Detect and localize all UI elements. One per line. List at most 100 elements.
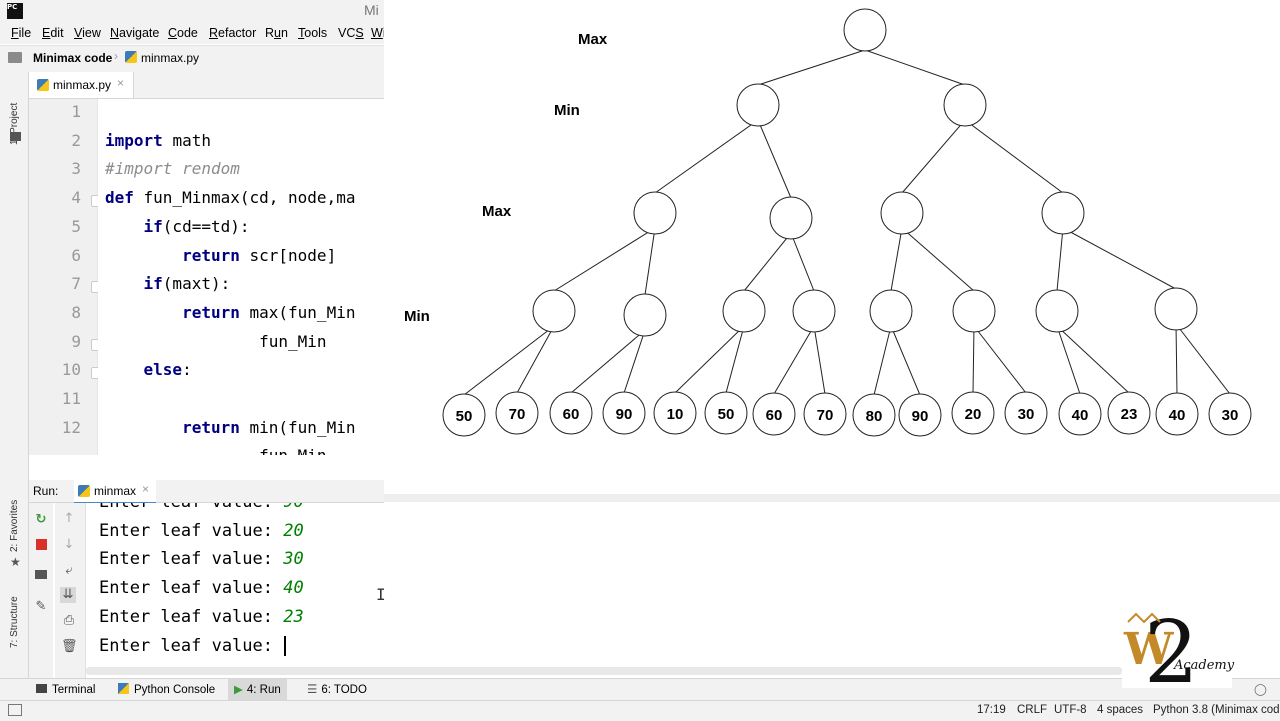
- tab-label: minmax.py: [53, 78, 112, 92]
- tree-node: [532, 289, 576, 333]
- tree-edge: [725, 325, 745, 394]
- tree-edge: [757, 119, 792, 199]
- structure-tool-tab[interactable]: 7: Structure: [9, 596, 20, 648]
- tree-edge: [757, 49, 866, 86]
- soft-wrap-icon[interactable]: ⤶: [65, 563, 73, 578]
- code-line: #import rendom: [105, 159, 240, 179]
- leaf-node: [495, 391, 539, 435]
- tree-edge: [1056, 325, 1081, 395]
- run-tab-label: minmax: [94, 484, 137, 498]
- breadcrumb-project[interactable]: Minimax code: [33, 51, 113, 65]
- code-line: fun_Min: [105, 446, 326, 455]
- menu-refactor[interactable]: Refactor: [209, 26, 257, 40]
- line-number: 7: [71, 274, 81, 294]
- arrow-down-icon[interactable]: ↓: [63, 537, 75, 552]
- tab-terminal[interactable]: Terminal: [36, 682, 95, 698]
- tree-edge: [1175, 323, 1178, 395]
- folder-icon: [8, 52, 22, 63]
- tree-node: [880, 191, 924, 235]
- layout-icon[interactable]: [33, 567, 49, 583]
- leaf-node: [803, 392, 847, 436]
- tree-node: [1041, 191, 1085, 235]
- leaf-value: 90: [616, 406, 633, 423]
- tab-python-console[interactable]: Python Console: [118, 682, 215, 698]
- stop-icon[interactable]: [33, 537, 49, 553]
- tree-node: [722, 289, 766, 333]
- line-number: 9: [71, 331, 81, 351]
- code-line: fun_Min: [259, 331, 327, 351]
- tab-terminal-label: Terminal: [52, 684, 96, 696]
- leaf-node: [704, 391, 748, 435]
- tree-edge: [654, 119, 759, 194]
- horizontal-scrollbar[interactable]: [86, 665, 1280, 678]
- run-console-output[interactable]: Enter leaf value: 90Enter leaf value: 20…: [86, 503, 1280, 665]
- line-separator[interactable]: CRLF: [1017, 704, 1048, 716]
- logo-graphic: W 2: [1123, 603, 1199, 703]
- leaf-value: 50: [456, 408, 473, 425]
- scrollbar-thumb[interactable]: [86, 667, 1122, 675]
- window-title: Mi: [364, 2, 379, 18]
- tab-run[interactable]: ▶4: Run: [228, 679, 287, 701]
- tab-todo-label: 6: TODO: [321, 684, 367, 696]
- breadcrumb-file[interactable]: minmax.py: [141, 51, 200, 65]
- leaf-node: [1058, 392, 1102, 436]
- python-file-icon: [125, 51, 137, 63]
- python-interpreter[interactable]: Python 3.8 (Minimax code: [1153, 704, 1280, 716]
- menu-navigate[interactable]: Navigate: [110, 26, 160, 40]
- menu-tools[interactable]: Tools: [298, 26, 328, 40]
- tree-edge: [901, 119, 966, 194]
- menu-run[interactable]: Run: [265, 26, 288, 40]
- status-bar: 17:19 CRLF UTF-8 4 spaces Python 3.8 (Mi…: [0, 700, 1280, 721]
- tree-edge: [553, 227, 656, 292]
- text-cursor-icon: I: [376, 585, 386, 604]
- project-icon: [10, 132, 21, 141]
- level-label-max: Max: [578, 31, 608, 48]
- line-number: 5: [71, 216, 81, 236]
- arrow-up-icon[interactable]: ↑: [63, 511, 75, 526]
- code-line: return scr[node]: [182, 245, 337, 265]
- event-log-icon[interactable]: ◯: [1254, 684, 1267, 696]
- line-number: 4: [71, 188, 81, 208]
- tree-edge: [873, 325, 892, 396]
- tree-edge: [901, 227, 975, 292]
- run-panel-header: Run: minmax ×: [29, 480, 384, 504]
- tree-node: [769, 196, 813, 240]
- tree-edge: [674, 325, 745, 394]
- hide-panels-icon[interactable]: [8, 704, 22, 716]
- level-label-max: Max: [482, 203, 512, 220]
- tab-minmax-py[interactable]: minmax.py ×: [29, 72, 134, 98]
- tree-edge: [644, 227, 656, 296]
- breadcrumb: Minimax code › minmax.py: [0, 45, 384, 73]
- tree-edge: [1062, 227, 1177, 290]
- menu-code[interactable]: Code: [168, 26, 198, 40]
- close-icon[interactable]: ×: [117, 76, 125, 90]
- tree-node: [1154, 287, 1198, 331]
- run-tab-minmax[interactable]: minmax ×: [74, 480, 156, 504]
- rerun-icon[interactable]: ↻: [35, 512, 47, 527]
- caret-position[interactable]: 17:19: [977, 704, 1006, 716]
- tree-node: [843, 8, 887, 52]
- line-number: 10: [61, 360, 81, 380]
- line-number: 12: [61, 417, 81, 437]
- tab-python-console-label: Python Console: [134, 684, 216, 696]
- trash-icon[interactable]: 🗑: [61, 639, 78, 654]
- favorites-tool-tab[interactable]: 2: Favorites: [9, 499, 20, 552]
- print-icon[interactable]: ⎙: [63, 613, 75, 628]
- tree-node: [943, 83, 987, 127]
- panel-divider: [384, 494, 1280, 502]
- close-icon[interactable]: ×: [142, 482, 150, 496]
- file-encoding[interactable]: UTF-8: [1054, 704, 1087, 716]
- pin-icon[interactable]: ✎: [35, 599, 47, 614]
- tab-todo[interactable]: ☰6: TODO: [307, 684, 367, 696]
- indent-setting[interactable]: 4 spaces: [1097, 704, 1144, 716]
- menu-edit[interactable]: Edit: [42, 26, 64, 40]
- tree-edge: [743, 232, 792, 292]
- scroll-to-end-icon[interactable]: ⇊: [60, 587, 76, 603]
- python-file-icon: [78, 485, 90, 497]
- menu-view[interactable]: View: [74, 26, 101, 40]
- menu-file[interactable]: File: [11, 26, 32, 40]
- menu-vcs[interactable]: VCS: [338, 26, 364, 40]
